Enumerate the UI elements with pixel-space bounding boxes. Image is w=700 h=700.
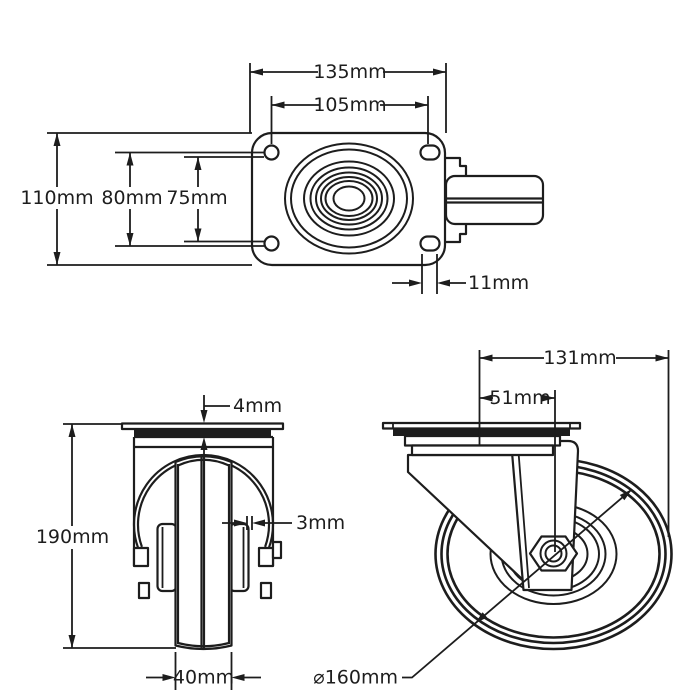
fork-leg-plate: [156, 522, 178, 593]
top-view-extension-lines: [47, 63, 447, 294]
wheel-diameter-dim-label: ⌀160mm: [313, 667, 398, 689]
top-view-wheel-centerlines: [446, 197, 543, 204]
plate-width-dim-label: 135mm: [313, 61, 386, 83]
hole-spacing-depth-outer-dim-label: 80mm: [101, 187, 162, 209]
housing-foot: [257, 546, 275, 568]
swivel-race-upper: [403, 434, 562, 447]
wheel-width-dim-label: 40mm: [173, 667, 234, 689]
plate-flange-ticks: [392, 423, 571, 429]
overall-height-dim-label: 190mm: [36, 526, 109, 548]
side-view-dimension-lines: [479, 357, 669, 399]
axle-nub: [259, 581, 273, 600]
mounting-plate: [250, 131, 447, 267]
hole-spacing-depth-inner-dim-label: 75mm: [166, 187, 227, 209]
top-view: 135mm 105mm 110mm 80mm 75mm 11mm: [20, 61, 545, 294]
front-view-plate-pad: [134, 429, 271, 437]
bearing-ring: [332, 185, 366, 212]
bearing-ring: [284, 142, 414, 255]
housing-foot: [132, 546, 150, 568]
bolt-hole-slot: [419, 235, 441, 252]
bolt-hole-slot: [419, 144, 441, 161]
bearing-ring: [315, 171, 383, 226]
side-view-plate-pad: [393, 429, 570, 436]
hole-diameter-dim-label: 11mm: [468, 272, 529, 294]
bearing-ring: [320, 176, 378, 221]
front-view-plate-flange: [120, 422, 285, 431]
bolt-hole: [263, 144, 280, 161]
swivel-offset-dim-label: 51mm: [489, 387, 550, 409]
bearing-ring: [290, 148, 408, 249]
plate-depth-dim-label: 110mm: [20, 187, 93, 209]
swivel-race-lower: [410, 444, 555, 457]
fork-thickness-dim-label: 3mm: [296, 512, 345, 534]
axle-washer: [539, 539, 568, 568]
side-view: 131mm 51mm ⌀160mm: [313, 347, 673, 689]
brake-tab: [271, 540, 283, 560]
bearing-ring: [324, 180, 374, 217]
top-view-dimension-lines: [56, 71, 466, 284]
front-view-wheel-tread-lines: [176, 454, 231, 650]
bearing-ring: [309, 166, 389, 231]
hole-spacing-width-dim-label: 105mm: [313, 94, 386, 116]
plate-thickness-dim-label: 4mm: [233, 395, 282, 417]
wheel-diameter-leader-line: [402, 488, 633, 679]
axle-nub: [137, 581, 151, 600]
side-view-plate-flange: [381, 421, 582, 430]
front-view: 190mm 4mm 3mm 40mm: [36, 395, 345, 690]
axle-bolt: [544, 544, 563, 563]
fork-leg-plate-inner-lines: [161, 527, 245, 588]
top-view-wheel: [444, 174, 545, 226]
overall-length-dim-label: 131mm: [543, 347, 616, 369]
top-view-fork-steps: [446, 156, 468, 244]
swivel-bearing-rings: [284, 142, 414, 255]
bearing-ring: [303, 160, 395, 237]
front-view-extension-lines: [63, 423, 253, 690]
axle-hex-nut: [528, 535, 579, 572]
front-view-dimension-lines: [71, 395, 292, 679]
bolt-hole: [263, 235, 280, 252]
